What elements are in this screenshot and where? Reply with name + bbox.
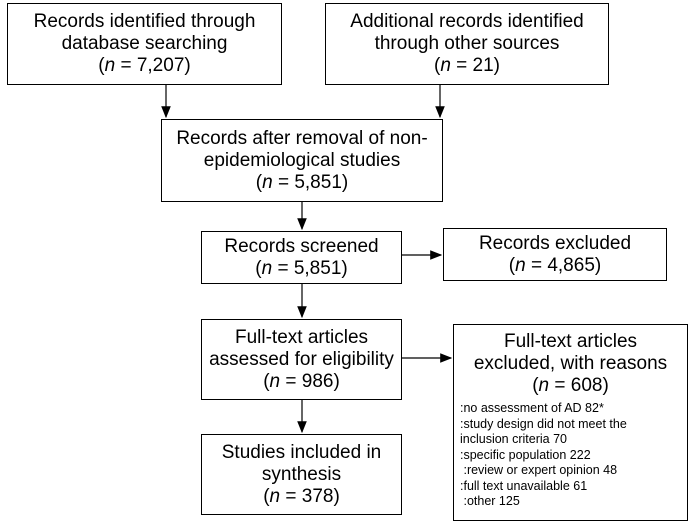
exclusion-reason: :specific population 222 — [460, 447, 591, 462]
box-line-1: Records after removal of non- — [176, 127, 428, 149]
box-line-2: assessed for eligibility — [209, 348, 394, 370]
box-after-removal: Records after removal of non- epidemiolo… — [161, 119, 443, 202]
box-line-1: Records identified through — [33, 11, 256, 32]
box-count: (n = 608) — [532, 375, 609, 396]
exclusion-reason: :study design did not meet the — [460, 416, 627, 431]
exclusion-reason: :no assessment of AD 82* — [460, 401, 604, 415]
box-records-screened: Records screened (n = 5,851) — [201, 231, 402, 284]
box-records-excluded: Records excluded (n = 4,865) — [443, 228, 667, 281]
box-count: (n = 986) — [263, 370, 340, 392]
exclusion-reason: :review or expert opinion 48 — [460, 463, 618, 477]
box-count: (n = 5,851) — [255, 171, 349, 193]
box-line-2: database searching — [61, 33, 228, 54]
box-count: (n = 378) — [263, 485, 340, 507]
box-count: (n = 7,207) — [98, 55, 191, 76]
box-other-sources: Additional records identified through ot… — [325, 3, 609, 85]
box-line-1: Additional records identified — [350, 11, 584, 32]
box-count: (n = 21) — [433, 55, 501, 76]
box-line-2: excluded, with reasons — [473, 353, 668, 374]
box-fulltext-excluded: Full-text articles excluded, with reason… — [453, 324, 688, 521]
box-line-1: Full-text articles — [234, 326, 369, 348]
box-count: (n = 5,851) — [255, 257, 348, 279]
exclusion-reason: :other 125 — [460, 494, 520, 508]
exclusion-reason: inclusion criteria 70 — [460, 432, 567, 446]
box-studies-included: Studies included in synthesis (n = 378) — [201, 434, 402, 515]
box-line-1: Studies included in — [221, 441, 382, 463]
box-line-2: synthesis — [261, 463, 342, 485]
exclusion-reason: :full text unavailable 61 — [460, 478, 588, 493]
box-line-2: epidemiological studies — [203, 149, 401, 171]
box-line-2: through other sources — [374, 33, 560, 54]
box-line-1: Records excluded — [478, 232, 632, 254]
box-count: (n = 4,865) — [508, 254, 602, 276]
box-database-searching: Records identified through database sear… — [7, 3, 282, 85]
exclusion-reasons-list: :no assessment of AD 82* :study design d… — [454, 401, 627, 510]
box-line-1: Full-text articles — [503, 331, 638, 352]
box-line-1: Records screened — [224, 235, 379, 257]
box-fulltext-assessed: Full-text articles assessed for eligibil… — [201, 319, 402, 400]
